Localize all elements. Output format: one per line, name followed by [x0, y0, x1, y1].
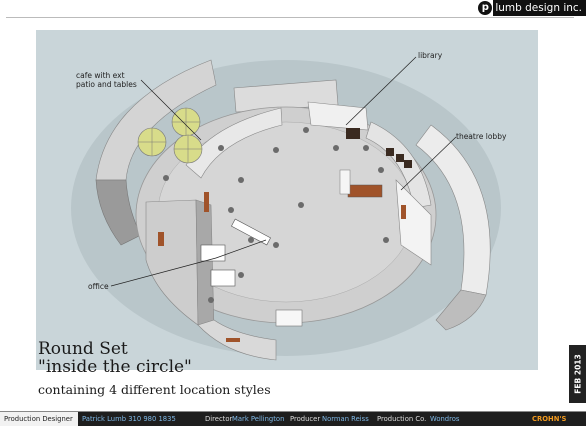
set-rendering: [36, 30, 538, 370]
office-cabinet: [275, 309, 303, 327]
producer-label: Producer: [290, 415, 321, 423]
round-set-illustration: [71, 56, 501, 361]
director-label: Director: [205, 415, 233, 423]
callout-cafe: cafe with ext patio and tables: [76, 71, 137, 89]
office-wall-edge: [195, 199, 215, 331]
cafe-door: [204, 192, 209, 212]
theatre-door: [401, 205, 406, 219]
designer-value: Patrick Lumb 310 980 1835: [82, 415, 176, 423]
theatre-poster-2: [396, 154, 404, 162]
title-line-1: Round Set: [38, 339, 128, 359]
leader-lines: [110, 56, 457, 287]
brand-crohns: CROHN'S: [532, 415, 567, 423]
company-value: Wondros: [430, 415, 460, 423]
callout-cafe-line2: patio and tables: [76, 80, 137, 89]
theatre-poster-3: [404, 160, 412, 168]
lower-door: [226, 338, 240, 342]
credits-footer: Production Designer Patrick Lumb 310 980…: [0, 411, 586, 426]
office-desk-3: [231, 218, 271, 246]
theatre-partition: [395, 179, 432, 266]
designer-label: Production Designer: [0, 412, 78, 426]
office-desk-2: [210, 269, 236, 287]
office-door: [158, 232, 164, 246]
title-line-2: "inside the circle": [38, 357, 192, 377]
logo-mark: p: [478, 1, 493, 15]
callout-library: library: [418, 51, 443, 60]
outer-wall-left-shade: [95, 179, 142, 246]
library-picture: [346, 128, 360, 139]
figures: [163, 127, 389, 303]
inner-wall-cafe: [185, 107, 283, 179]
subtitle: containing 4 different location styles: [38, 382, 271, 397]
callout-theatre-lobby: theatre lobby: [456, 132, 507, 141]
inner-wall-library: [307, 101, 369, 131]
callout-cafe-line1: cafe with ext: [76, 71, 125, 80]
outer-wall-left: [95, 59, 217, 181]
producer-value: Norman Reiss: [322, 415, 369, 423]
date-text: FEB 2013: [573, 354, 582, 394]
callout-office: office: [88, 282, 109, 291]
company-logo: p lumb design inc.: [478, 0, 586, 16]
top-rule: [6, 17, 574, 18]
theatre-poster-1: [386, 148, 394, 156]
logo-text: lumb design inc.: [493, 0, 586, 16]
lobby-counter: [347, 184, 383, 198]
lobby-display: [339, 169, 351, 195]
cafe-umbrellas: [137, 107, 203, 164]
outer-wall-right-end: [435, 289, 487, 331]
director-value: Mark Pellington: [232, 415, 285, 423]
date-tab: FEB 2013: [569, 345, 586, 403]
company-label: Production Co.: [377, 415, 427, 423]
